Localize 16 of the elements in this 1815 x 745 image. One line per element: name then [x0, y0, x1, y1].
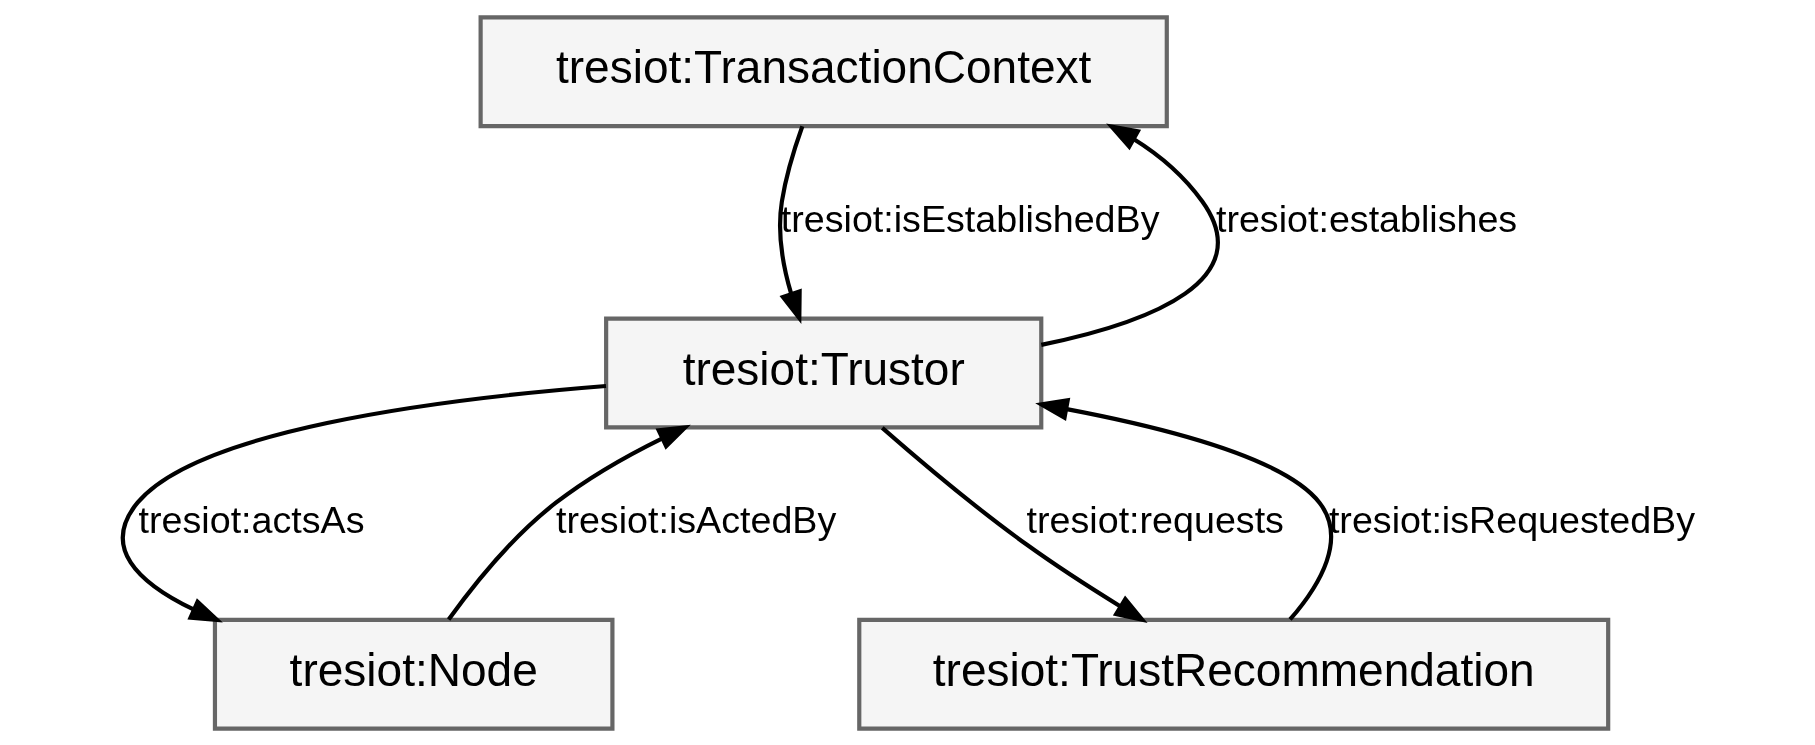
node-box: tresiot:Trustor — [603, 316, 1043, 429]
edge-label: tresiot:actsAs — [138, 498, 365, 541]
arrow — [1034, 397, 1333, 621]
node-box: tresiot:TrustRecommendation — [856, 617, 1610, 731]
edge-label: tresiot:isActedBy — [555, 498, 836, 541]
arrow — [1040, 123, 1220, 347]
edge-label: tresiot:isEstablishedBy — [780, 197, 1159, 240]
arrow — [120, 383, 606, 622]
edge-label: tresiot:requests — [1026, 498, 1284, 541]
arrow — [880, 425, 1148, 623]
edge-label: tresiot:establishes — [1215, 197, 1517, 240]
arrow — [446, 424, 691, 621]
node-box: tresiot:Node — [212, 617, 614, 731]
node-box: tresiot:TransactionContext — [478, 14, 1169, 128]
edge-label: tresiot:isRequestedBy — [1328, 498, 1695, 541]
arrow — [777, 125, 804, 324]
